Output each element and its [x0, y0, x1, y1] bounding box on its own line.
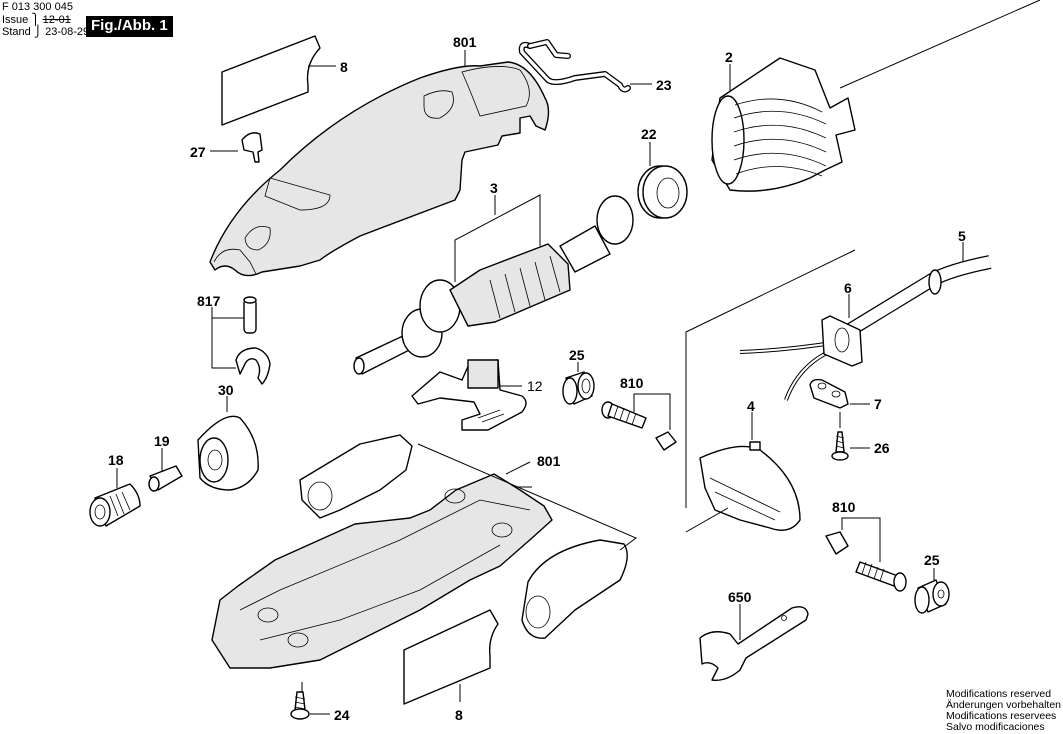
document-number: F 013 300 045: [2, 1, 73, 13]
callout-armature: 3: [490, 180, 498, 196]
field-coil: [711, 0, 1041, 192]
callout-cord-grommet: 6: [844, 280, 852, 296]
cord-clamp: [809, 378, 870, 409]
brush-holder: [411, 359, 527, 431]
callout-nose-cap: 30: [218, 382, 234, 398]
notice-line-es: Salvo modificaciones: [946, 721, 1045, 733]
callout-field-coil: 2: [725, 49, 733, 65]
notice-line-fr: Modifications reservees: [946, 710, 1057, 722]
armature: [353, 194, 634, 375]
callout-wrench: 650: [728, 589, 752, 605]
wrench: [699, 604, 809, 681]
screw-24-part: [290, 682, 330, 720]
issue-value: 12-01: [42, 14, 71, 26]
carbon-brush-kit-right: [825, 517, 907, 592]
bearing-ring: [637, 142, 688, 219]
callout-bearing: 22: [641, 126, 657, 142]
power-cord: [739, 242, 992, 401]
carbon-brush-kit-left: [601, 393, 677, 451]
cord-grommet: [821, 294, 863, 367]
issue-row: Issue ⎫ 12-01: [2, 14, 71, 26]
modifications-notice: Modifications reserved Änderungen vorbeh…: [946, 689, 1061, 733]
top-housing-half: [209, 50, 550, 277]
collet: [148, 448, 183, 492]
service-kit-817: [211, 296, 271, 385]
label-sticker-top: [221, 35, 336, 126]
callout-brush-kit-left: 810: [620, 375, 644, 391]
callout-end-cap: 27: [190, 144, 206, 160]
callout-brush-cap-left: 25: [569, 347, 585, 363]
callout-label-sticker-bottom: 8: [455, 707, 463, 723]
nose-cap: [197, 396, 259, 491]
lower-housing-half: [211, 434, 637, 669]
stand-label: Stand: [2, 26, 31, 38]
callout-power-cord: 5: [958, 228, 966, 244]
callout-collet: 19: [154, 433, 170, 449]
brush-cap-right: [914, 568, 950, 614]
brush-plate: [685, 249, 856, 533]
stand-value: 23-08-29: [45, 26, 90, 38]
callout-collet-nut: 18: [108, 452, 124, 468]
callout-brush-kit-right: 810: [832, 499, 856, 515]
callout-brush-cap-right: 25: [924, 552, 940, 568]
screw-26-part: [831, 412, 870, 461]
collet-nut: [89, 468, 141, 527]
label-sticker-bottom: [403, 609, 499, 705]
callout-screw-26: 26: [874, 440, 890, 456]
callout-cord-clamp: 7: [874, 396, 882, 412]
notice-line-de: Änderungen vorbehalten: [946, 699, 1062, 711]
callout-label-sticker-top: 8: [340, 59, 348, 75]
callout-service-kit: 817: [197, 293, 221, 309]
end-cap-part: [210, 132, 263, 163]
notice-line-en: Modifications reserved: [946, 688, 1052, 700]
callout-screw-24: 24: [334, 707, 350, 723]
spring-clip: [518, 39, 652, 93]
callout-lower-housing: 801: [537, 453, 561, 469]
callout-spring-clip: 23: [656, 77, 672, 93]
issue-label: Issue: [2, 14, 29, 26]
callout-top-housing: 801: [453, 34, 477, 50]
brush-cap-left: [562, 362, 595, 405]
figure-badge: Fig./Abb. 1: [86, 16, 173, 37]
stand-row: Stand ⎭ 23-08-29: [2, 26, 90, 38]
callout-brush-plate: 4: [747, 398, 755, 414]
callout-brush-holder: 12: [527, 378, 543, 394]
